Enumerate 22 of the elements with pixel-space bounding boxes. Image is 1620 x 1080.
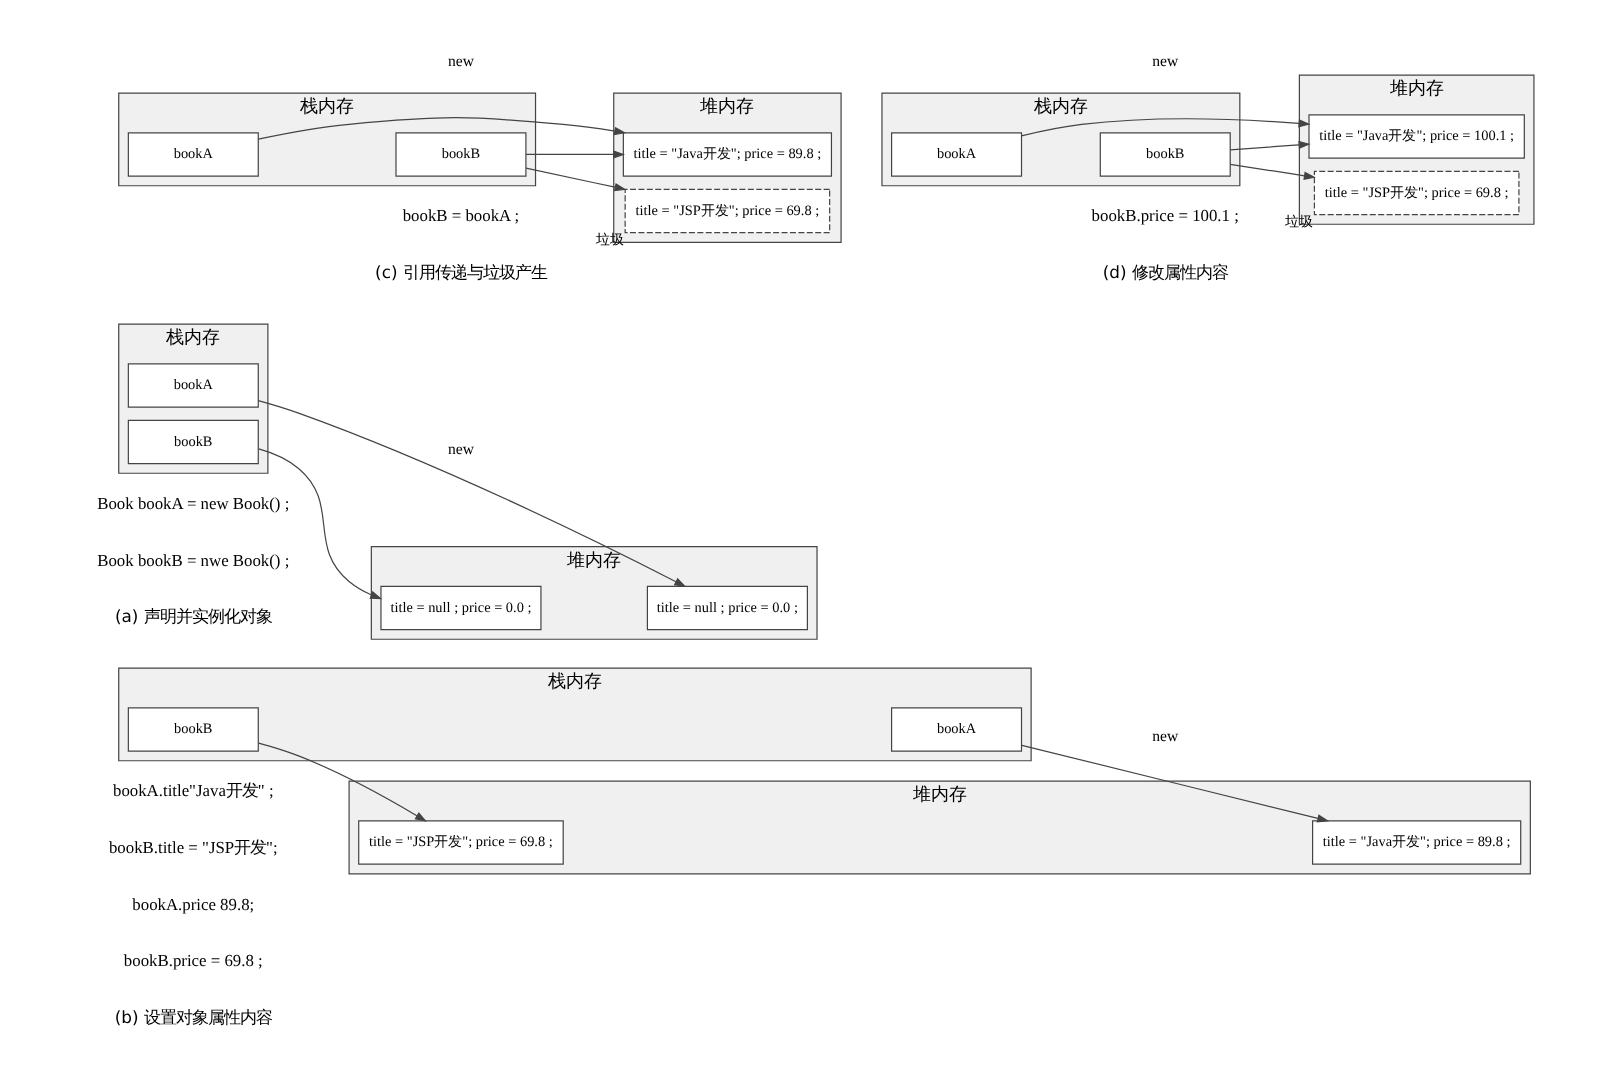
arrow — [256, 117, 626, 140]
label: bookA.title"Java开发" ; — [112, 780, 273, 801]
label: (a) 声明并实例化对象 — [113, 606, 271, 627]
arrow — [256, 399, 686, 588]
arrow — [1019, 118, 1310, 137]
label: Book bookA = new Book() ; — [96, 492, 289, 513]
label: bookB = bookA ; — [401, 205, 519, 226]
label: (b) 设置对象属性内容 — [113, 1006, 271, 1027]
arrow — [524, 150, 625, 159]
arrow — [257, 448, 382, 600]
label: bookB.title = "JSP开发"; — [107, 836, 277, 857]
label: Book bookB = nwe Book() ; — [96, 549, 289, 570]
arrow — [524, 167, 626, 192]
label: (d) 修改属性内容 — [1101, 262, 1227, 283]
arrow — [1020, 744, 1329, 823]
arrow — [1228, 140, 1310, 151]
label: (c) 引用传递与垃圾产生 — [374, 262, 546, 283]
label: bookB.price = 69.8 ; — [122, 950, 262, 971]
label: bookB.price = 100.1 ; — [1090, 205, 1238, 226]
arrow — [1228, 163, 1315, 180]
arrow — [256, 742, 426, 822]
label: bookA.price 89.8; — [131, 893, 254, 914]
